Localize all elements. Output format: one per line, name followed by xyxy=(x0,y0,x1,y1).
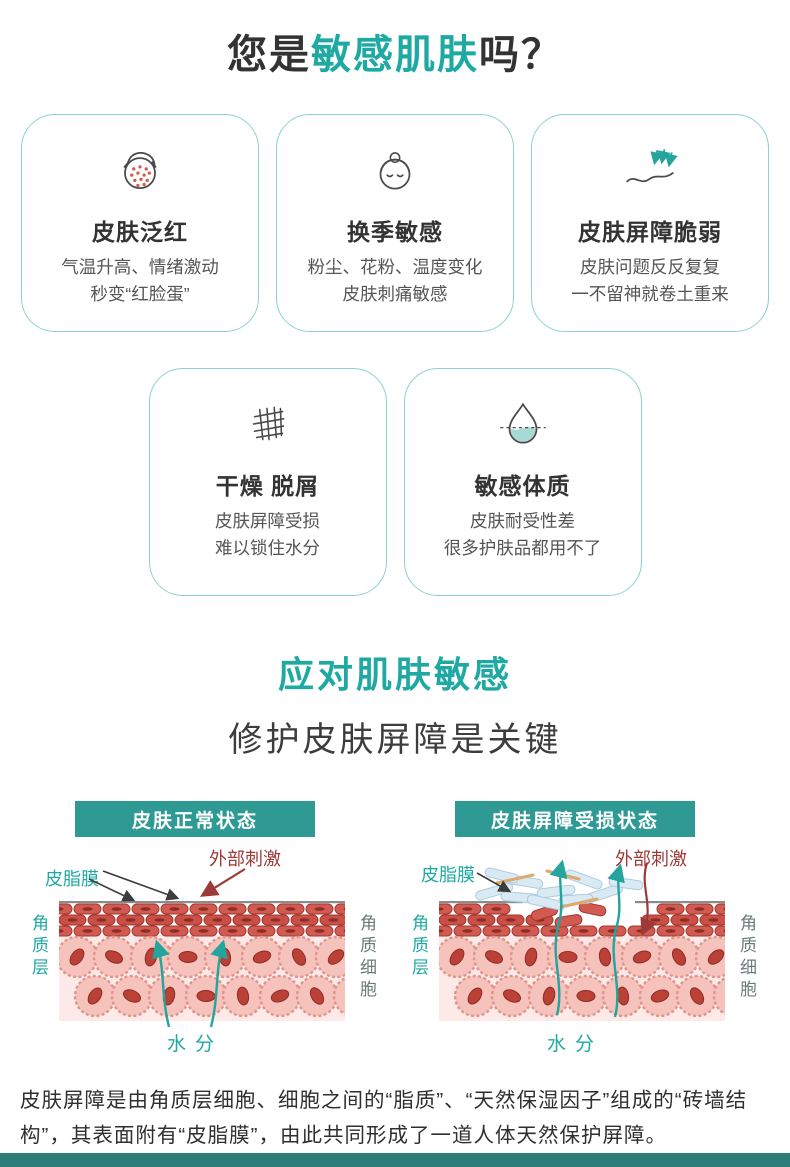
external-stimulus-label: 外部刺激 xyxy=(209,849,281,869)
section-divider-bar xyxy=(0,1153,790,1167)
card-title: 皮肤屏障脆弱 xyxy=(578,219,722,245)
skin-cross-section xyxy=(59,901,345,1021)
stratum-corneum-label: 角质层 xyxy=(32,914,49,978)
section-headings: 应对肌肤敏感 修护皮肤屏障是关键 xyxy=(0,646,790,761)
card-text: 皮肤耐受性差 很多护肤品都用不了 xyxy=(405,508,641,562)
card-season-sensitivity: 换季敏感 粉尘、花粉、温度变化 皮肤刺痛敏感 xyxy=(276,114,514,332)
card-line: 秒变“红脸蛋” xyxy=(90,284,190,305)
card-line: 皮肤刺痛敏感 xyxy=(342,284,448,305)
card-text: 皮肤屏障受损 难以锁住水分 xyxy=(150,508,386,562)
card-dry-flaky: 干燥 脱屑 皮肤屏障受损 难以锁住水分 xyxy=(148,368,387,596)
card-line: 气温升高、情绪激动 xyxy=(61,257,219,277)
flushed-face-icon xyxy=(22,139,258,201)
stratum-corneum-label: 角质层 xyxy=(412,914,429,978)
section-heading-teal: 应对肌肤敏感 xyxy=(277,654,512,695)
diagram-header: 皮肤屏障受损状态 xyxy=(455,801,695,837)
diagram-normal-skin: 皮肤正常状态 皮脂膜 外部刺激 角质层 角质细胞 水分 xyxy=(29,801,381,1061)
title-suffix: 吗？ xyxy=(479,33,563,77)
card-line: 一不留神就卷土重来 xyxy=(571,284,729,305)
card-row-2: 干燥 脱屑 皮肤屏障受损 难以锁住水分 敏感体质 皮肤耐受性差 很多护肤品都用不… xyxy=(0,368,790,596)
card-text: 气温升高、情绪激动 秒变“红脸蛋” xyxy=(22,254,258,308)
card-line: 粉尘、花粉、温度变化 xyxy=(307,257,483,277)
card-line: 皮肤问题反反复复 xyxy=(580,257,720,277)
card-title: 干燥 脱屑 xyxy=(215,473,320,499)
card-line: 难以锁住水分 xyxy=(215,538,320,559)
card-title: 皮肤泛红 xyxy=(92,219,188,245)
card-title: 换季敏感 xyxy=(347,219,443,245)
card-line: 皮肤屏障受损 xyxy=(215,511,320,531)
moisture-label: 水分 xyxy=(167,1034,224,1055)
diagram-damaged-skin: 皮肤屏障受损状态 皮脂膜 外部刺激 角质层 角质细胞 水分 xyxy=(409,801,761,1061)
section-heading-dark: 修护皮肤屏障是关键 xyxy=(228,721,562,759)
title-prefix: 您是 xyxy=(227,33,311,77)
diagram-header: 皮肤正常状态 xyxy=(75,801,315,837)
moisture-label: 水分 xyxy=(547,1034,604,1055)
dry-mesh-icon xyxy=(150,393,386,455)
skin-diagrams: 皮肤正常状态 皮脂膜 外部刺激 角质层 角质细胞 水分 皮肤屏 xyxy=(0,801,790,1061)
card-weak-barrier: 皮肤屏障脆弱 皮肤问题反反复复 一不留神就卷土重来 xyxy=(531,114,769,332)
external-stimulus-label: 外部刺激 xyxy=(615,849,687,869)
card-line: 很多护肤品都用不了 xyxy=(443,538,602,559)
card-line: 皮肤耐受性差 xyxy=(470,511,575,531)
sebum-film-label: 皮脂膜 xyxy=(421,865,475,885)
page-title: 您是敏感肌肤吗？ xyxy=(0,0,790,80)
corneocyte-label: 角质细胞 xyxy=(740,914,757,1000)
skin-cross-section xyxy=(439,901,725,1021)
droplet-icon xyxy=(405,393,641,455)
card-text: 粉尘、花粉、温度变化 皮肤刺痛敏感 xyxy=(277,254,513,308)
title-highlight: 敏感肌肤 xyxy=(311,33,479,77)
corneocyte-label: 角质细胞 xyxy=(360,914,377,1000)
weak-barrier-icon xyxy=(532,139,768,201)
card-sensitive-constitution: 敏感体质 皮肤耐受性差 很多护肤品都用不了 xyxy=(403,368,642,596)
card-text: 皮肤问题反反复复 一不留神就卷土重来 xyxy=(532,254,768,308)
barrier-description: 皮肤屏障是由角质层细胞、细胞之间的“脂质”、“天然保湿因子”组成的“砖墙结构”，… xyxy=(20,1089,748,1148)
season-face-icon xyxy=(277,139,513,201)
card-title: 敏感体质 xyxy=(474,473,571,499)
card-skin-redness: 皮肤泛红 气温升高、情绪激动 秒变“红脸蛋” xyxy=(21,114,259,332)
card-row-1: 皮肤泛红 气温升高、情绪激动 秒变“红脸蛋” 换季敏感 粉尘、花粉、温度变化 皮… xyxy=(0,114,790,332)
sebum-film-label: 皮脂膜 xyxy=(45,869,99,889)
